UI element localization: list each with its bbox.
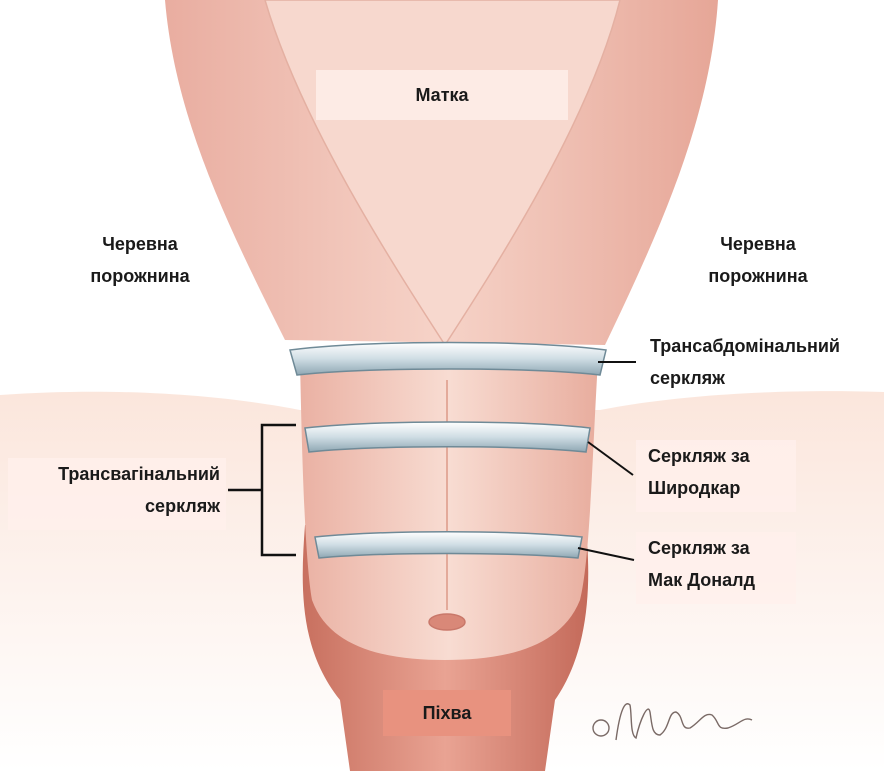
vagina-label: Піхва bbox=[383, 690, 511, 736]
shirodkar-cerclage-label: Серкляж за Широдкар bbox=[636, 440, 796, 512]
uterus-label: Матка bbox=[316, 70, 568, 120]
vagina-label-text: Піхва bbox=[383, 690, 511, 736]
transvaginal-line-1: Трансвагінальний bbox=[8, 458, 220, 490]
transvaginal-line-2: серкляж bbox=[8, 490, 220, 522]
mcdonald-line-2: Мак Доналд bbox=[648, 564, 796, 596]
transabdominal-cerclage-label: Трансабдомінальний серкляж bbox=[650, 330, 880, 394]
mcdonald-line-1: Серкляж за bbox=[648, 532, 796, 564]
external-os bbox=[429, 614, 465, 630]
abdominal-cavity-right-line-2: порожнина bbox=[678, 260, 838, 292]
uterus-label-text: Матка bbox=[316, 70, 568, 120]
transabdominal-line-1: Трансабдомінальний bbox=[650, 330, 880, 362]
shirodkar-line-1: Серкляж за bbox=[648, 440, 796, 472]
abdominal-cavity-right-line-1: Черевна bbox=[678, 228, 838, 260]
abdominal-cavity-left-line-2: порожнина bbox=[60, 260, 220, 292]
transvaginal-cerclage-label: Трансвагінальний серкляж bbox=[8, 458, 226, 530]
mcdonald-cerclage-label: Серкляж за Мак Доналд bbox=[636, 532, 796, 604]
abdominal-cavity-left-label: Черевна порожнина bbox=[60, 228, 220, 292]
transabdominal-line-2: серкляж bbox=[650, 362, 880, 394]
abdominal-cavity-left-line-1: Черевна bbox=[60, 228, 220, 260]
shirodkar-line-2: Широдкар bbox=[648, 472, 796, 504]
abdominal-cavity-right-label: Черевна порожнина bbox=[678, 228, 838, 292]
mcdonald-band bbox=[315, 532, 582, 558]
shirodkar-band bbox=[305, 422, 590, 452]
